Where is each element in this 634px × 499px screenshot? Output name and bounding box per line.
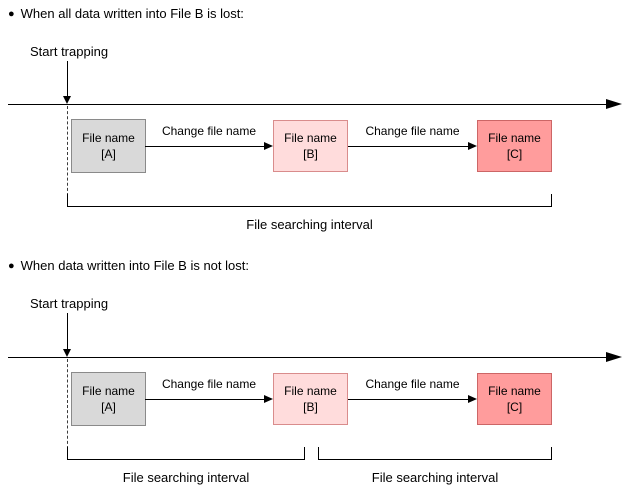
arrow-a-to-b xyxy=(145,146,264,147)
arrow-b-to-c xyxy=(348,146,468,147)
file-box-c: File name [C] xyxy=(477,120,552,172)
start-trapping-label: Start trapping xyxy=(30,44,109,59)
bullet-icon: ● xyxy=(8,8,15,20)
interval-bracket xyxy=(67,447,305,460)
file-box-a-name: File name xyxy=(82,383,135,398)
trap-start-dashed-line xyxy=(67,359,68,449)
timeline xyxy=(8,357,608,358)
start-trapping-pointer-line xyxy=(67,61,68,96)
interval-bracket xyxy=(318,447,552,460)
arrow-b-to-c xyxy=(348,399,468,400)
file-box-c-name: File name xyxy=(488,383,541,398)
arrow-down-icon xyxy=(63,96,71,104)
interval-bracket xyxy=(67,194,552,207)
arrowhead-icon xyxy=(468,395,477,403)
timeline-arrowhead-icon xyxy=(606,99,622,109)
file-searching-interval-label: File searching interval xyxy=(246,217,373,232)
file-box-b: File name [B] xyxy=(273,373,348,425)
arrowhead-icon xyxy=(468,142,477,150)
file-box-a: File name [A] xyxy=(71,119,146,173)
arrowhead-icon xyxy=(264,142,273,150)
file-box-b-id: [B] xyxy=(303,400,318,414)
file-searching-interval-label: File searching interval xyxy=(122,470,250,485)
file-box-c-name: File name xyxy=(488,130,541,145)
section1-heading-text: When all data written into File B is los… xyxy=(20,6,244,21)
section2-heading-text: When data written into File B is not los… xyxy=(20,258,249,273)
trap-start-dashed-line xyxy=(67,106,68,196)
file-box-b-name: File name xyxy=(284,383,337,398)
arrowhead-icon xyxy=(264,395,273,403)
start-trapping-label: Start trapping xyxy=(30,296,109,311)
file-searching-interval-label: File searching interval xyxy=(371,470,499,485)
file-box-b-name: File name xyxy=(284,130,337,145)
bullet-icon: ● xyxy=(8,260,15,272)
change-file-name-label: Change file name xyxy=(161,377,257,391)
file-box-b-id: [B] xyxy=(303,147,318,161)
file-box-a-id: [A] xyxy=(101,400,116,414)
change-file-name-label: Change file name xyxy=(161,124,257,138)
arrow-down-icon xyxy=(63,349,71,357)
file-box-c-id: [C] xyxy=(506,400,523,414)
file-box-c: File name [C] xyxy=(477,373,552,425)
arrow-a-to-b xyxy=(145,399,264,400)
change-file-name-label: Change file name xyxy=(365,377,460,391)
timeline-arrowhead-icon xyxy=(606,352,622,362)
file-box-b: File name [B] xyxy=(273,120,348,172)
file-box-c-id: [C] xyxy=(506,147,523,161)
file-box-a: File name [A] xyxy=(71,372,146,426)
section2-heading: ● When data written into File B is not lo… xyxy=(8,258,249,273)
timeline xyxy=(8,104,608,105)
change-file-name-label: Change file name xyxy=(365,124,460,138)
file-box-a-name: File name xyxy=(82,130,135,145)
start-trapping-pointer-line xyxy=(67,313,68,349)
section1-heading: ● When all data written into File B is lo… xyxy=(8,6,244,21)
file-box-a-id: [A] xyxy=(101,147,116,161)
